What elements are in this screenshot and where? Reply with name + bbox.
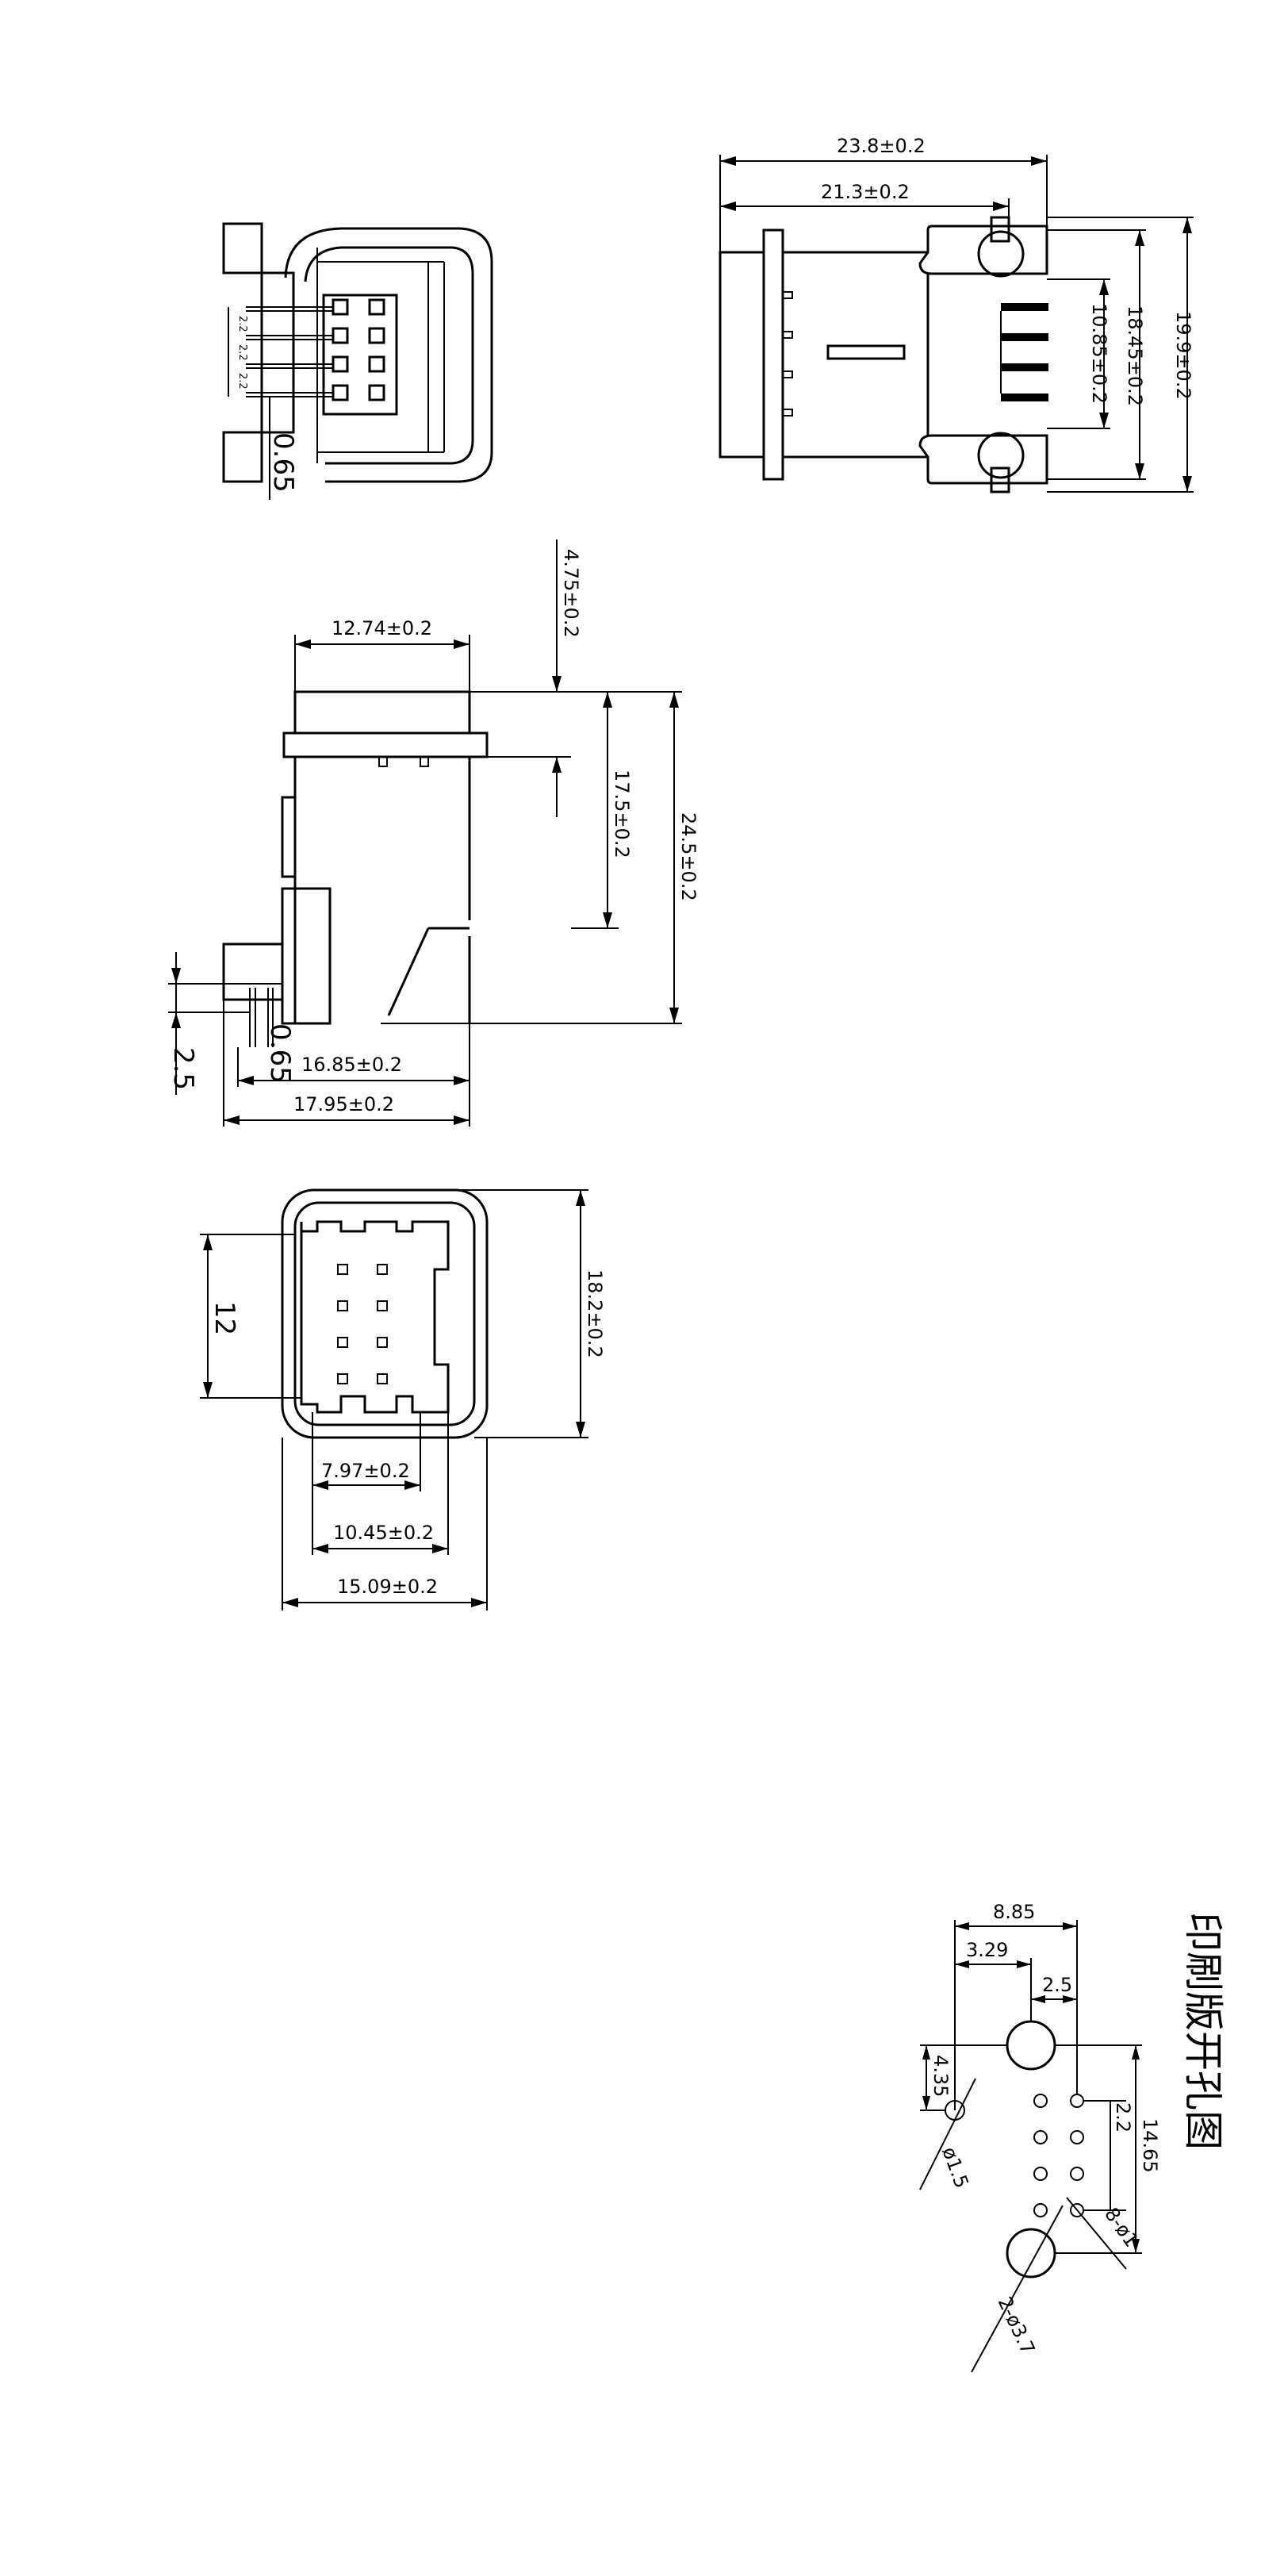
dim-overall-height: 19.9±0.2 (1172, 311, 1194, 400)
dim-cavity-height: 12 (209, 1301, 240, 1335)
dim-top-offset: 4.75±0.2 (560, 549, 582, 638)
pcb-dim-offset-b: 2.5 (1042, 1974, 1072, 1996)
pitch-label-2: 2.2 (236, 344, 248, 361)
dim-height-a: 17.5±0.2 (611, 770, 633, 858)
dim-depth-a: 16.85±0.2 (301, 1054, 402, 1076)
dim-end-overall-height: 18.2±0.2 (584, 1269, 606, 1358)
end-view: 12 18.2±0.2 7.97±0.2 10.45±0.2 15.09±0.2 (200, 1188, 606, 1610)
pcb-dim-height: 14.65 (1139, 2118, 1161, 2173)
dim-body-length: 21.3±0.2 (821, 181, 910, 203)
front-view: 23.8±0.2 21.3±0.2 10.85±0.2 18.45±0.2 19… (719, 135, 1194, 493)
pcb-dim-width: 8.85 (993, 1901, 1035, 1923)
pcb-small-hole: ø1.5 (937, 2144, 972, 2190)
dim-height-b: 24.5±0.2 (677, 812, 699, 901)
pitch-label-3: 2.2 (236, 373, 248, 390)
pcb-dim-offset-c: 4.35 (929, 2055, 952, 2097)
dim-end-overall-width: 15.09±0.2 (337, 1576, 438, 1598)
dim-head-width: 12.74±0.2 (332, 617, 432, 639)
pcb-mount-holes: 2-ø3.7 (994, 2294, 1040, 2358)
dim-inner-height: 18.45±0.2 (1124, 305, 1146, 406)
side-pin-offset: 0.65 (264, 1023, 296, 1084)
pin-offset-label: 0.65 (267, 432, 299, 493)
pcb-layout: 8.85 3.29 2.5 4.35 2.2 14.65 ø1.5 8-ø (919, 1901, 1226, 2373)
pcb-dim-offset-a: 3.29 (966, 1939, 1008, 1961)
pcb-dim-pitch: 2.2 (1112, 2102, 1134, 2133)
top-view: 2.2 2.2 2.2 0.65 (222, 222, 493, 500)
pcb-layout-title: 印刷版开孔图 (1180, 1912, 1226, 2150)
dim-overall-length: 23.8±0.2 (837, 135, 926, 157)
dim-pin-span: 10.85±0.2 (1088, 303, 1110, 404)
side-view: 12.74±0.2 4.75±0.2 17.5±0.2 24.5±0.2 0.6… (167, 539, 699, 1127)
dim-pin-length: 2.5 (167, 1047, 199, 1090)
pitch-label-1: 2.2 (236, 316, 248, 332)
dim-cavity-a: 7.97±0.2 (321, 1460, 410, 1482)
dim-depth-b: 17.95±0.2 (293, 1093, 394, 1115)
dim-cavity-b: 10.45±0.2 (333, 1522, 434, 1544)
